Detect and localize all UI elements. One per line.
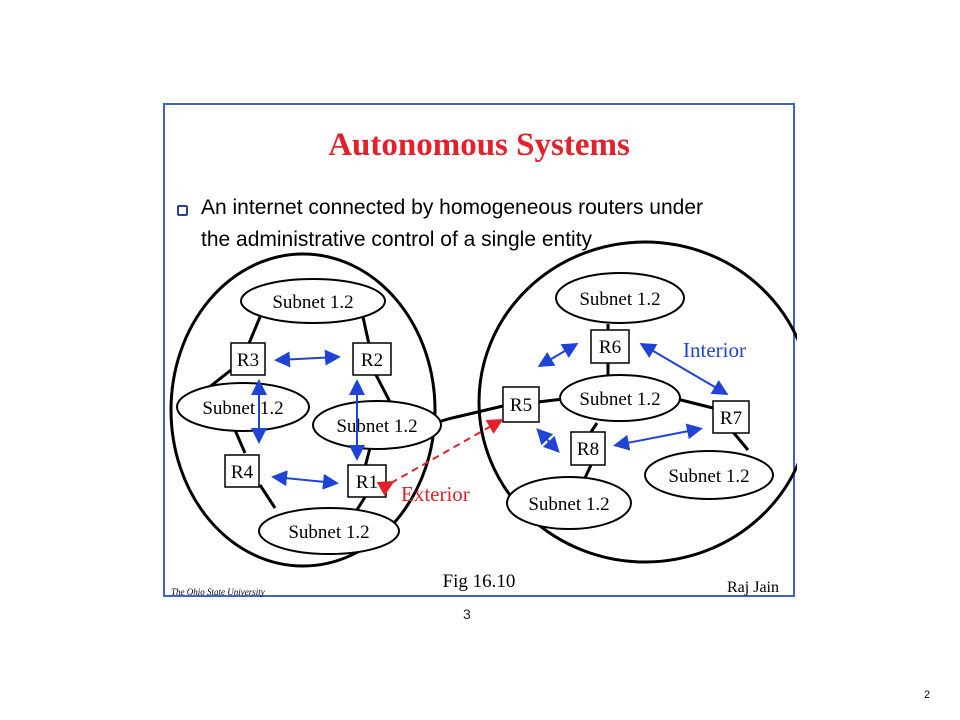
footer-figure-caption: Fig 16.10 xyxy=(442,571,516,592)
router-label: R1 xyxy=(356,472,378,493)
footer-author: Raj Jain xyxy=(727,579,779,596)
bullet-line-2: the administrative control of a single e… xyxy=(201,228,593,251)
subnet-label: Subnet 1.2 xyxy=(272,292,353,313)
link-subnet-r4 xyxy=(233,429,247,454)
subnet-label: Subnet 1.2 xyxy=(202,398,283,419)
subnet-label: Subnet 1.2 xyxy=(579,389,660,410)
router-label: R4 xyxy=(231,462,254,483)
right-autonomous-system xyxy=(477,240,797,564)
interior-arrow-r5-r8 xyxy=(536,428,560,453)
router-r4 xyxy=(224,454,260,488)
subnet-right-bottom xyxy=(506,476,632,530)
interior-arrow-r6-r7 xyxy=(639,342,729,396)
link-r5-subnet xyxy=(537,397,564,404)
router-r5 xyxy=(502,386,540,423)
subnet-left-bottom xyxy=(258,507,400,555)
router-label: R6 xyxy=(599,337,621,358)
router-label: R2 xyxy=(361,350,383,371)
link-r4-subnet xyxy=(258,484,277,509)
router-r8 xyxy=(570,431,606,466)
slide-number: 3 xyxy=(463,606,471,622)
slide-title: Autonomous Systems xyxy=(328,127,630,163)
bullet-icon xyxy=(177,205,188,216)
autonomous-systems-diagram: Subnet 1.2 Subnet 1.2 Subnet 1.2 Subnet … xyxy=(169,240,797,568)
interior-label: Interior xyxy=(683,338,746,362)
router-label: R5 xyxy=(510,395,532,416)
exterior-arrow-r1-r5 xyxy=(376,419,504,496)
interior-arrow-r8-r7 xyxy=(613,423,703,451)
subnet-label: Subnet 1.2 xyxy=(288,522,369,543)
interior-arrow-r4-r1 xyxy=(271,470,339,490)
router-r7 xyxy=(712,400,750,434)
slide: Autonomous Systems An internet connected… xyxy=(163,103,797,597)
subnet-label: Subnet 1.2 xyxy=(336,416,417,437)
subnet-right-top xyxy=(555,272,685,324)
subnet-label: Subnet 1.2 xyxy=(579,289,660,310)
link-subnet-r7 xyxy=(676,397,714,410)
router-label: R8 xyxy=(577,439,599,460)
router-r3 xyxy=(230,342,266,376)
page-number: 2 xyxy=(924,689,931,701)
router-r6 xyxy=(590,329,630,364)
interior-arrow-r3-r2 xyxy=(274,349,341,368)
link-r2-subnet xyxy=(373,372,392,403)
subnet-left-middle xyxy=(176,382,310,432)
subnet-left-top xyxy=(240,278,386,324)
router-label: R7 xyxy=(720,408,742,429)
subnet-label: Subnet 1.2 xyxy=(668,466,749,487)
footer-university: The Ohio State University xyxy=(171,587,265,597)
link-subnet-r1 xyxy=(363,447,372,468)
link-r7-subnet xyxy=(731,431,750,451)
interior-arrow-r5-r6 xyxy=(537,342,579,368)
subnet-label: Subnet 1.2 xyxy=(528,494,609,515)
exterior-label: Exterior xyxy=(401,482,470,506)
subnet-right-bottom-right xyxy=(644,450,774,500)
router-label: R3 xyxy=(237,350,259,371)
link-r8-subnet xyxy=(583,464,593,479)
link-left-as-r5 xyxy=(447,404,504,421)
left-autonomous-system xyxy=(169,252,437,568)
link-subnet-r8 xyxy=(589,422,599,433)
bullet-line-1: An internet connected by homogeneous rou… xyxy=(201,196,704,219)
router-r2 xyxy=(352,342,392,376)
